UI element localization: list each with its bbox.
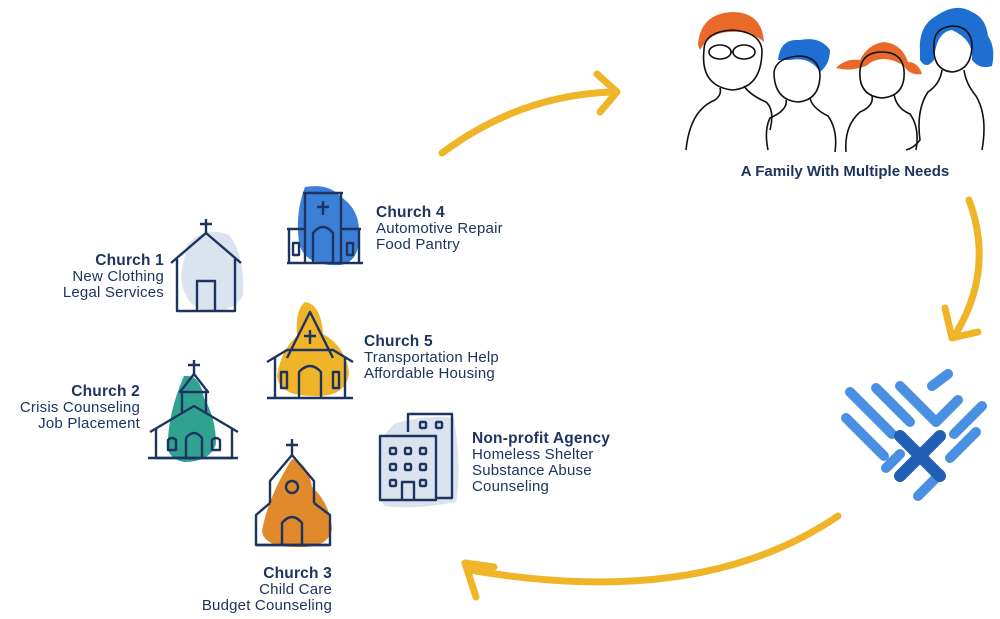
church3-title: Church 3 — [263, 565, 332, 582]
church5-service: Transportation Help — [364, 349, 499, 366]
church2-label: Church 2 Crisis Counseling Job Placement — [0, 384, 140, 432]
agency-title: Non-profit Agency — [472, 430, 611, 447]
family-illustration — [685, 7, 994, 153]
church4-service: Automotive Repair — [376, 220, 503, 237]
church2-title: Church 2 — [71, 383, 140, 400]
family-label: A Family With Multiple Needs — [740, 163, 950, 180]
church5-icon — [266, 302, 354, 400]
church3-service: Child Care — [259, 581, 332, 598]
agency-service: Substance Abuse — [472, 462, 592, 479]
church4-service: Food Pantry — [376, 236, 460, 253]
church4-icon — [287, 186, 363, 266]
church2-service: Crisis Counseling — [19, 399, 140, 416]
agency-service: Homeless Shelter — [472, 446, 594, 463]
person-dad — [685, 12, 773, 151]
church3-icon — [254, 439, 332, 548]
person-girl — [836, 42, 922, 153]
agency-label: Non-profit Agency Homeless Shelter Subst… — [472, 431, 662, 495]
church1-icon — [170, 219, 244, 313]
church1-service: Legal Services — [62, 284, 164, 301]
church5-title: Church 5 — [364, 333, 433, 350]
person-mom — [905, 7, 994, 151]
church5-service: Affordable Housing — [364, 365, 495, 382]
church4-label: Church 4 Automotive Repair Food Pantry — [376, 205, 556, 253]
network-heart-logo — [841, 369, 987, 501]
person-boy — [765, 39, 837, 153]
agency-building-icon — [378, 412, 459, 508]
church2-icon — [148, 360, 239, 462]
church3-service: Budget Counseling — [201, 597, 332, 614]
church4-title: Church 4 — [376, 204, 445, 221]
agency-service: Counseling — [472, 478, 550, 495]
church1-label: Church 1 New Clothing Legal Services — [30, 253, 164, 301]
church1-service: New Clothing — [72, 268, 164, 285]
church2-service: Job Placement — [38, 415, 140, 432]
church3-label: Church 3 Child Care Budget Counseling — [150, 566, 332, 614]
church1-title: Church 1 — [95, 252, 164, 269]
church5-label: Church 5 Transportation Help Affordable … — [364, 334, 564, 382]
